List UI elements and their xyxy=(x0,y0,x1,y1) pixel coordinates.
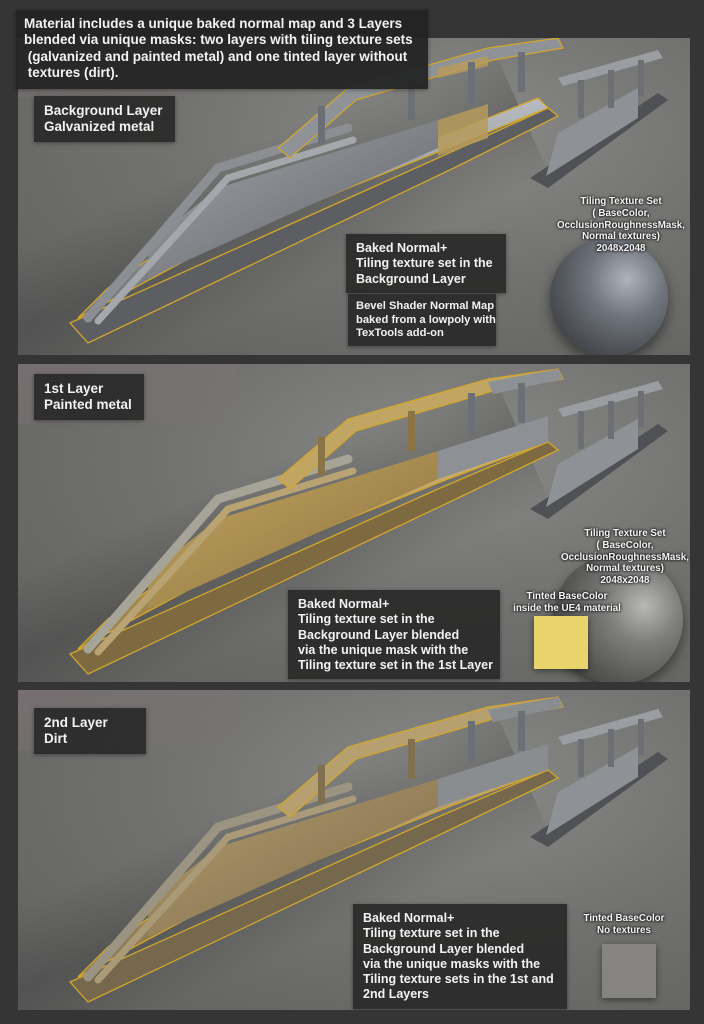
note-line: baked from a lowpoly with xyxy=(356,313,496,326)
header-description: Material includes a unique baked normal … xyxy=(16,10,428,89)
layer-description: Baked Normal+ Tiling texture set in the … xyxy=(288,590,500,680)
caption-line: OcclusionRoughnessMask, xyxy=(561,551,689,563)
caption-line: 2048x2048 xyxy=(596,243,646,254)
sphere-caption: Tiling Texture Set ( BaseColor, Occlusio… xyxy=(556,196,686,255)
swatch-caption: Tinted BaseColor No textures xyxy=(574,913,674,937)
layer-description: Baked Normal+ Tiling texture set in the … xyxy=(346,234,506,293)
description-line: Background Layer blended xyxy=(363,941,525,956)
description-line: Tiling texture set in the xyxy=(356,256,493,271)
layer-description: Baked Normal+ Tiling texture set in the … xyxy=(353,904,567,1009)
normal-map-note: Bevel Shader Normal Map baked from a low… xyxy=(348,294,496,346)
description-line: Tiling texture set in the xyxy=(298,612,435,627)
caption-line: No textures xyxy=(597,924,651,936)
caption-line: Tinted BaseColor xyxy=(583,913,665,924)
header-line: textures (dirt). xyxy=(24,65,119,81)
layer-label-title: Background Layer xyxy=(44,103,163,118)
layer-label-material: Painted metal xyxy=(44,397,132,413)
layer-label: 1st Layer Painted metal xyxy=(34,374,144,420)
layer-label: 2nd Layer Dirt xyxy=(34,708,146,754)
barrier-render-painted xyxy=(68,368,668,675)
material-preview-sphere xyxy=(550,238,668,355)
description-line: Baked Normal+ xyxy=(356,241,448,255)
layer-label-title: 2nd Layer xyxy=(44,715,108,730)
barrier-render-dirt xyxy=(68,696,668,1003)
caption-line: ( BaseColor, xyxy=(592,207,650,219)
tint-swatch-gray xyxy=(602,944,656,998)
description-line: via the unique masks with the xyxy=(363,956,541,971)
caption-line: inside the UE4 material xyxy=(513,602,621,614)
sphere-caption: Tiling Texture Set ( BaseColor, Occlusio… xyxy=(558,528,690,587)
layer-label: Background Layer Galvanized metal xyxy=(34,96,175,142)
description-line: Baked Normal+ xyxy=(298,597,390,611)
panel-first-layer: 1st Layer Painted metal Baked Normal+ Ti… xyxy=(18,364,690,682)
description-line: Background Layer blended xyxy=(298,627,460,642)
caption-line: Tiling Texture Set xyxy=(580,196,662,207)
swatch-caption: Tinted BaseColor inside the UE4 material xyxy=(512,591,622,615)
caption-line: OcclusionRoughnessMask, xyxy=(557,219,685,231)
header-line: Material includes a unique baked normal … xyxy=(24,16,403,31)
description-line: via the unique mask with the xyxy=(298,642,469,657)
description-line: Tiling texture sets in the 1st and xyxy=(363,972,554,986)
header-line: (galvanized and painted metal) and one t… xyxy=(24,48,408,64)
caption-line: Tiling Texture Set xyxy=(584,528,666,539)
layer-label-material: Galvanized metal xyxy=(44,119,155,135)
description-line: Background Layer xyxy=(356,271,466,286)
tint-swatch-yellow xyxy=(534,616,588,669)
barrier-render-galvanized xyxy=(68,38,668,344)
caption-line: Normal textures) xyxy=(582,231,660,243)
description-line: Tiling texture set in the 1st Layer xyxy=(298,658,493,672)
description-line: 2nd Layers xyxy=(363,987,430,1002)
caption-line: ( BaseColor, xyxy=(596,539,654,551)
layer-label-title: 1st Layer xyxy=(44,381,104,396)
caption-line: 2048x2048 xyxy=(600,575,650,586)
caption-line: Normal textures) xyxy=(586,563,664,575)
description-line: Tiling texture set in the xyxy=(363,926,500,941)
header-line: blended via unique masks: two layers wit… xyxy=(24,32,413,48)
description-line: Baked Normal+ xyxy=(363,911,455,925)
caption-line: Tinted BaseColor xyxy=(526,591,608,602)
layer-label-material: Dirt xyxy=(44,731,68,747)
panel-second-layer: 2nd Layer Dirt Baked Normal+ Tiling text… xyxy=(18,690,690,1010)
note-line: Bevel Shader Normal Map xyxy=(356,300,495,312)
note-line: TexTools add-on xyxy=(356,327,444,340)
